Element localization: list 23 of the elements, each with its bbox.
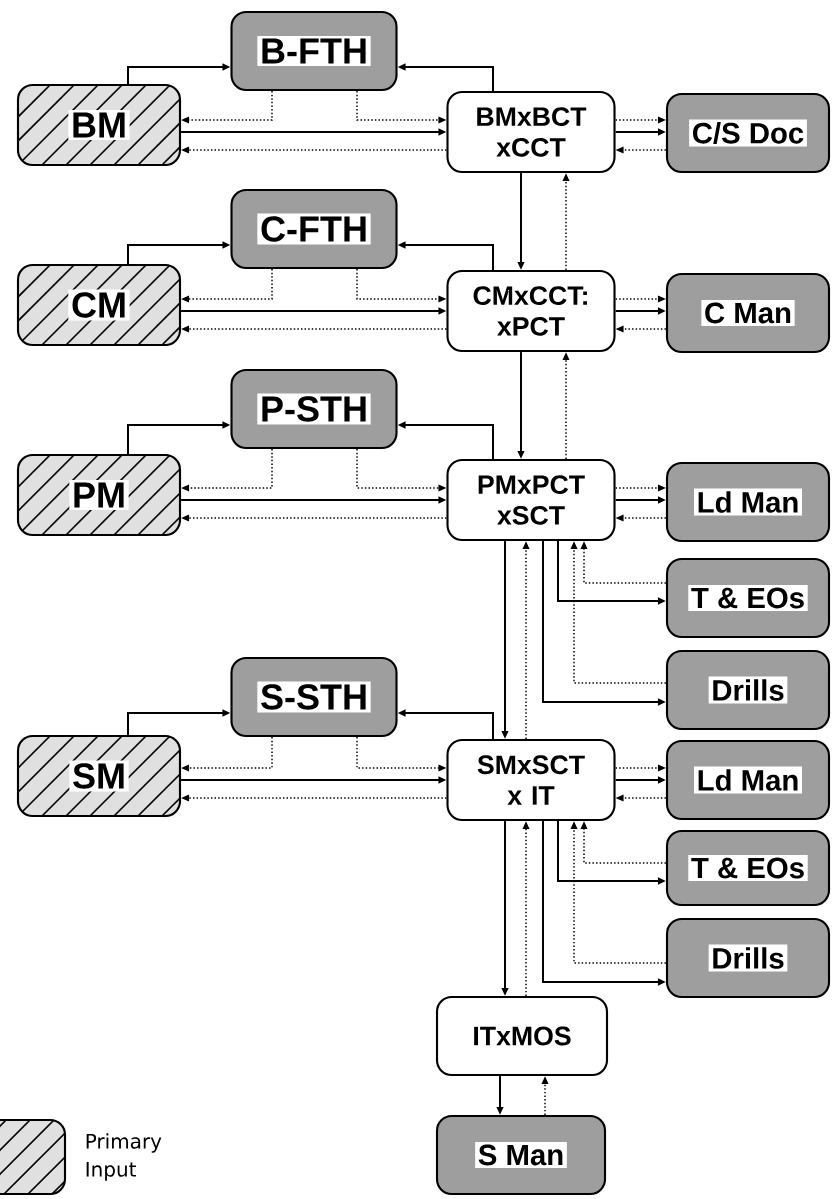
- process-box: SMxSCT x IT: [446, 738, 616, 822]
- output-box: P-STH: [230, 368, 398, 450]
- output-box: B-FTH: [230, 10, 398, 92]
- input-box: BM: [16, 83, 182, 167]
- output-box: S-STH: [230, 656, 398, 738]
- output-box: Drills: [665, 917, 831, 999]
- process-box: CMxCCT: xPCT: [446, 269, 616, 353]
- output-box: Drills: [665, 649, 831, 731]
- input-box: SM: [16, 734, 182, 818]
- output-box: C-FTH: [230, 188, 398, 270]
- input-box: CM: [16, 263, 182, 347]
- output-box: T & EOs: [665, 557, 831, 639]
- output-box: Ld Man: [665, 461, 831, 543]
- legend-label: Primary Input: [86, 1133, 162, 1181]
- output-box: S Man: [435, 1114, 607, 1196]
- process-box: PMxPCT xSCT: [446, 458, 616, 542]
- output-box: Ld Man: [665, 739, 831, 821]
- input-box: PM: [16, 453, 182, 537]
- output-box: T & EOs: [665, 829, 831, 907]
- process-box: BMxBCT xCCT: [446, 90, 616, 174]
- output-box: C/S Doc: [665, 92, 831, 174]
- process-box: ITxMOS: [435, 995, 609, 1077]
- output-box: C Man: [665, 272, 831, 354]
